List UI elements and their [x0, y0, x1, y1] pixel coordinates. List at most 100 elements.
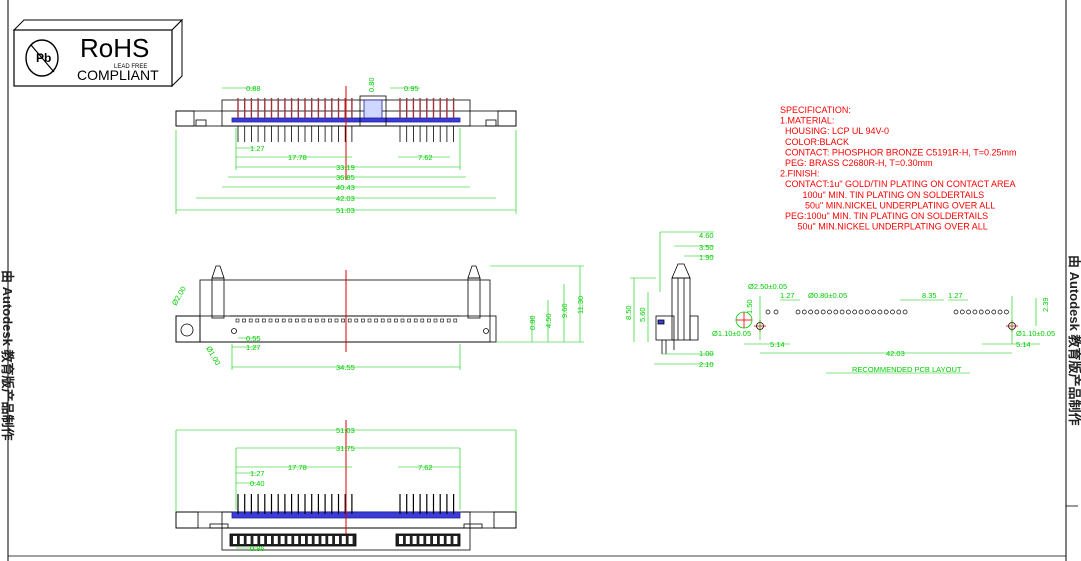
spec-line: CONTACT: PHOSPHOR BRONZE C5191R-H, T=0.2… [780, 147, 1016, 157]
spec-line: HOUSING: LCP UL 94V-0 [780, 126, 889, 136]
front-hole [308, 318, 312, 323]
dim-side-1: 4.60 [699, 231, 714, 240]
dim-front-diam-1: Ø2.00 [170, 285, 188, 307]
front-hole [440, 318, 444, 323]
dim-side-4: 8.50 [624, 305, 633, 320]
dim-bot-3: 17.78 [288, 463, 307, 472]
dim-top-8: 36.85 [336, 173, 355, 182]
side-view [655, 263, 699, 354]
pcb-hole [896, 309, 902, 315]
pb-circle-icon [25, 39, 59, 77]
side-view-dim-labels: 4.60 3.50 1.90 8.50 5.60 1.00 2.10 [624, 231, 714, 369]
pcb-layout-dim-labels: Ø2.50±0.05 1.27 Ø0.80±0.05 8.35 1.27 2.3… [712, 282, 1055, 374]
front-hole [347, 318, 352, 323]
dim-pcb-2: 1.27 [780, 291, 795, 300]
front-view [175, 265, 497, 352]
front-hole [268, 318, 273, 323]
dim-pcb-11: 42.03 [886, 349, 905, 358]
front-holes [235, 318, 458, 323]
pcb-layout-dims [744, 296, 1040, 374]
dim-top-2: 0.80 [367, 77, 376, 92]
specification-block: SPECIFICATION:1.MATERIAL: HOUSING: LCP U… [780, 105, 1016, 232]
dim-side-3: 1.90 [699, 253, 714, 262]
bottom-slot [399, 536, 403, 544]
bottom-slot [405, 536, 410, 544]
front-hole [288, 318, 293, 323]
bottom-slot [294, 536, 299, 544]
dim-pcb-6: 2.39 [1041, 297, 1050, 312]
bottom-slot [239, 536, 244, 544]
bottom-slot [446, 536, 451, 544]
bottom-slot [433, 536, 437, 544]
pcb-hole [801, 309, 807, 315]
front-hole [321, 318, 326, 323]
pcb-hole [820, 309, 826, 315]
dim-top-10: 42.03 [336, 194, 355, 203]
pcb-hole [1004, 309, 1009, 315]
bottom-slot [246, 536, 251, 544]
dim-top-9: 40.43 [336, 183, 355, 192]
side-watermark-right: 由 Autodesk 教育版产品制作 [1067, 255, 1081, 425]
watermark-right-text: 由 Autodesk 教育版产品制作 [1067, 255, 1081, 425]
pcb-hole [871, 309, 876, 315]
front-hole [334, 318, 339, 323]
front-hole [255, 318, 260, 323]
pcb-holes [765, 309, 1009, 315]
pcb-hole [814, 309, 820, 315]
dim-top-3: 0.95 [404, 84, 419, 93]
bottom-slot [253, 536, 258, 544]
dim-pcb-4: 8.35 [922, 291, 937, 300]
dim-bot-6: 0.40 [250, 479, 265, 488]
dim-side-2: 3.50 [699, 243, 714, 252]
pcb-hole [966, 309, 971, 315]
front-hole [301, 318, 306, 323]
pcb-hole [852, 309, 858, 315]
front-hole [367, 318, 372, 323]
front-hole [354, 318, 359, 323]
dim-bot-1: 51.03 [336, 426, 355, 435]
spec-line: 2.FINISH: [780, 169, 820, 179]
pcb-hole [978, 309, 984, 315]
dim-pcb-1: Ø2.50±0.05 [748, 282, 787, 291]
front-hole [248, 318, 253, 323]
dim-top-4: 1.27 [250, 144, 265, 153]
dim-front-4: 0.80 [528, 315, 537, 330]
front-hole [387, 318, 392, 323]
pcb-hole [902, 309, 908, 315]
spec-line: 1.MATERIAL: [780, 116, 834, 126]
top-view-dims [175, 87, 517, 214]
top-view-dim-labels: 0.88 0.80 0.95 1.27 17.78 7.62 33.19 36.… [246, 77, 433, 215]
front-hole [374, 318, 378, 323]
pcb-hole [972, 309, 978, 315]
dim-side-7: 2.10 [699, 360, 714, 369]
front-hole [314, 318, 319, 323]
front-hole [295, 318, 299, 323]
spec-line: PEG:100u" MIN. TIN PLATING ON SOLDERTAIL… [780, 211, 988, 221]
spec-line: COLOR:BLACK [780, 137, 849, 147]
pcb-hole [827, 309, 832, 315]
spec-line: PEG: BRASS C2680R-H, T=0.30mm [780, 158, 933, 168]
pcb-layout [735, 309, 1018, 332]
front-hole [262, 318, 266, 323]
dim-pcb-5: 1.27 [948, 291, 963, 300]
pcb-hole [985, 309, 990, 315]
front-hole [453, 318, 458, 323]
dim-front-3: 34.55 [336, 363, 355, 372]
dim-front-5: 4.50 [544, 313, 553, 328]
bottom-slot [233, 536, 237, 544]
pcb-layout-title: RECOMMENDED PCB LAYOUT [852, 365, 962, 374]
bottom-slot [280, 536, 285, 544]
dim-pcb-3: Ø0.80±0.05 [808, 291, 847, 300]
dim-front-diam-2: Ø1.00 [204, 345, 222, 367]
dim-side-6: 1.00 [699, 349, 714, 358]
dim-top-6: 7.62 [418, 153, 433, 162]
front-hole [275, 318, 279, 323]
bottom-slot [412, 536, 417, 544]
rohs-title: RoHS [80, 33, 149, 63]
dim-pcb-7: 1.50 [745, 299, 754, 314]
spec-line: SPECIFICATION: [780, 105, 851, 115]
dim-pcb-9: Ø1.10±0.05 [1016, 329, 1055, 338]
bottom-slot [301, 536, 305, 544]
bottom-slot [348, 536, 353, 544]
pcb-hole [991, 309, 997, 315]
